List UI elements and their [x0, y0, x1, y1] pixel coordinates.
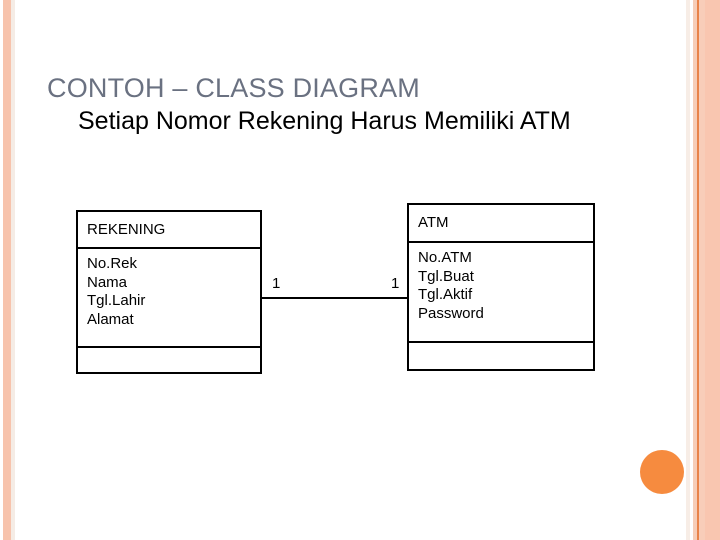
attribute-item: Password [418, 304, 484, 322]
slide-title: CONTOH – CLASS DIAGRAM [47, 73, 420, 103]
class-box-atm: ATM No.ATM Tgl.Buat Tgl.Aktif Password [407, 203, 595, 371]
slide-subtitle: Setiap Nomor Rekening Harus Memiliki ATM [78, 107, 571, 135]
right-stripe-3 [693, 0, 697, 540]
left-pale-stripe [11, 0, 15, 540]
association-line [260, 297, 409, 299]
class-attributes-atm: No.ATM Tgl.Buat Tgl.Aktif Password [409, 243, 593, 343]
attribute-item: No.ATM [418, 249, 472, 266]
class-name-atm: ATM [409, 205, 593, 243]
attribute-item: Tgl.Aktif [418, 286, 473, 303]
attribute-item: Tgl.Lahir [87, 292, 146, 309]
multiplicity-target: 1 [391, 275, 400, 292]
right-stripe-5 [699, 0, 705, 540]
multiplicity-source: 1 [272, 275, 281, 292]
attribute-item: Alamat [87, 310, 134, 328]
class-operations-atm [409, 343, 593, 369]
attribute-item: Nama [87, 273, 128, 291]
right-stripe-4 [697, 0, 699, 540]
class-attributes-rekening: No.Rek Nama Tgl.Lahir Alamat [78, 249, 260, 348]
attribute-item: No.Rek [87, 255, 138, 272]
class-name-rekening: REKENING [78, 212, 260, 249]
right-stripe-2 [690, 0, 693, 540]
right-stripe-1 [686, 0, 690, 540]
attribute-item: Tgl.Buat [418, 267, 474, 285]
right-stripe-6 [705, 0, 720, 540]
decorative-circle [640, 450, 684, 494]
class-operations-rekening [78, 348, 260, 372]
left-accent-stripe [3, 0, 11, 540]
class-box-rekening: REKENING No.Rek Nama Tgl.Lahir Alamat [76, 210, 262, 374]
